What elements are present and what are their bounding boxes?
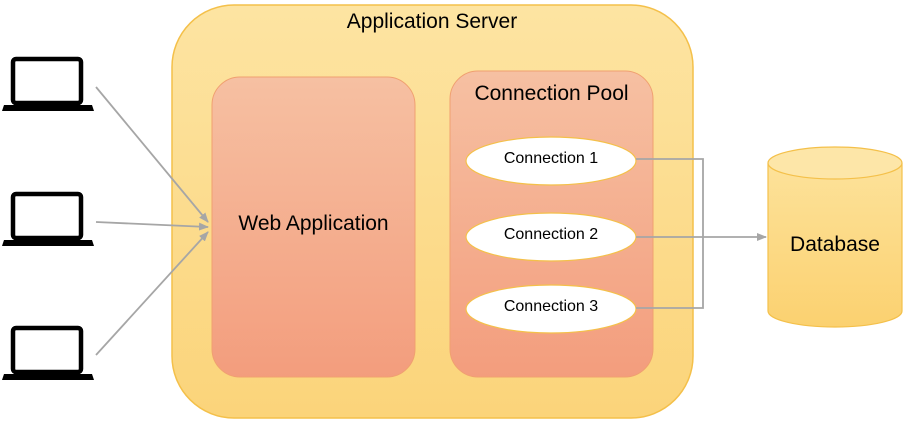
connection-pool-title: Connection Pool: [474, 82, 629, 105]
connection-1-link: [636, 158, 704, 237]
connection-3-link: [636, 237, 704, 309]
connection-1-ellipse: [465, 136, 637, 186]
laptop-icon: [2, 191, 94, 246]
application-server-title: Application Server: [346, 10, 518, 33]
connection-1-label: Connection 1: [503, 150, 599, 167]
database-label: Database: [790, 233, 880, 256]
client-3-connector: [95, 231, 209, 356]
web-application-label: Web Application: [238, 212, 389, 235]
connection-3-label: Connection 3: [503, 298, 599, 315]
web-application-box: [211, 76, 416, 378]
client-2-connector: [95, 221, 209, 231]
client-1-connector: [95, 86, 209, 223]
connection-2-label: Connection 2: [503, 226, 599, 243]
laptop-icon: [2, 325, 94, 380]
connection-3-ellipse: [465, 284, 637, 334]
laptop-icon: [2, 56, 94, 111]
database-cylinder: [767, 146, 903, 328]
